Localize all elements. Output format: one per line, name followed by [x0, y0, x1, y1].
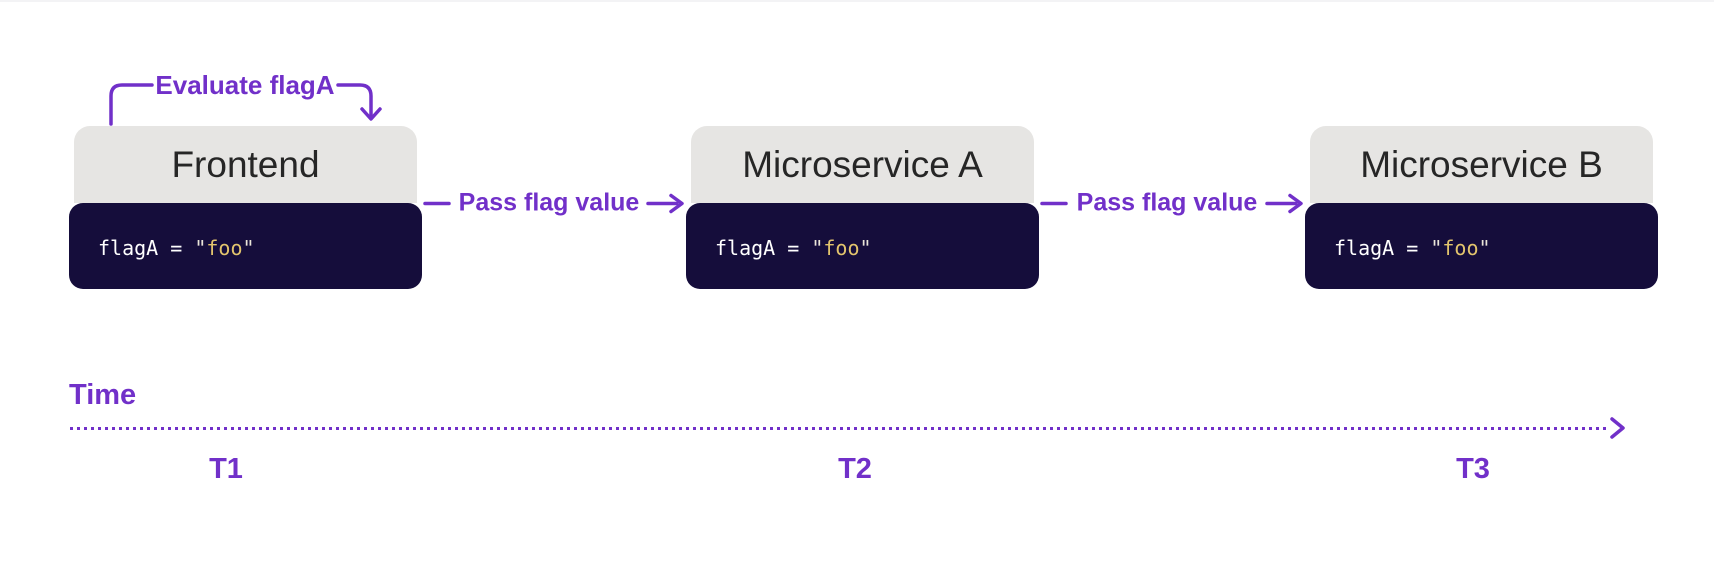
flag-code-block: flagA = "foo" — [1305, 203, 1658, 289]
connector-dash-icon — [1040, 201, 1068, 205]
code-close-quote: " — [242, 236, 255, 260]
right-arrow-icon — [1265, 193, 1303, 213]
connector-dash-icon — [423, 201, 451, 205]
time-tick-t3: T3 — [1456, 453, 1490, 485]
evaluate-flag-label: Evaluate flagA — [155, 70, 335, 100]
code-flag-value: foo — [206, 236, 243, 260]
time-axis-label: Time — [69, 379, 137, 411]
service-card-microservice-a: Microservice A flagA = "foo" — [686, 126, 1039, 289]
pass-flag-connector-2: Pass flag value — [1039, 189, 1305, 218]
pass-flag-label: Pass flag value — [1076, 188, 1258, 217]
code-open-quote: " — [811, 236, 824, 260]
service-title: Microservice B — [1310, 126, 1653, 203]
code-open-quote: " — [1430, 236, 1443, 260]
service-card-frontend: Frontend flagA = "foo" — [69, 126, 422, 289]
pass-flag-label: Pass flag value — [458, 188, 640, 217]
evaluate-flag-annotation: Evaluate flagA — [95, 68, 395, 130]
time-axis-arrowhead-icon — [1610, 417, 1625, 439]
code-prefix: flagA = — [715, 236, 812, 260]
code-close-quote: " — [1478, 236, 1491, 260]
flag-code-block: flagA = "foo" — [69, 203, 422, 289]
service-title: Microservice A — [691, 126, 1034, 203]
code-open-quote: " — [194, 236, 207, 260]
code-flag-value: foo — [823, 236, 860, 260]
time-axis-dotted-line — [70, 427, 1610, 430]
top-edge-divider — [0, 0, 1714, 2]
time-tick-t1: T1 — [209, 453, 243, 485]
service-title: Frontend — [74, 126, 417, 203]
pass-flag-connector-1: Pass flag value — [422, 189, 686, 218]
code-prefix: flagA = — [1334, 236, 1431, 260]
evaluate-loop-arrow-icon — [109, 83, 382, 126]
flag-code-block: flagA = "foo" — [686, 203, 1039, 289]
time-tick-t2: T2 — [838, 453, 872, 485]
code-prefix: flagA = — [98, 236, 195, 260]
right-arrow-icon — [646, 193, 684, 213]
code-flag-value: foo — [1442, 236, 1479, 260]
service-card-microservice-b: Microservice B flagA = "foo" — [1305, 126, 1658, 289]
code-close-quote: " — [859, 236, 872, 260]
